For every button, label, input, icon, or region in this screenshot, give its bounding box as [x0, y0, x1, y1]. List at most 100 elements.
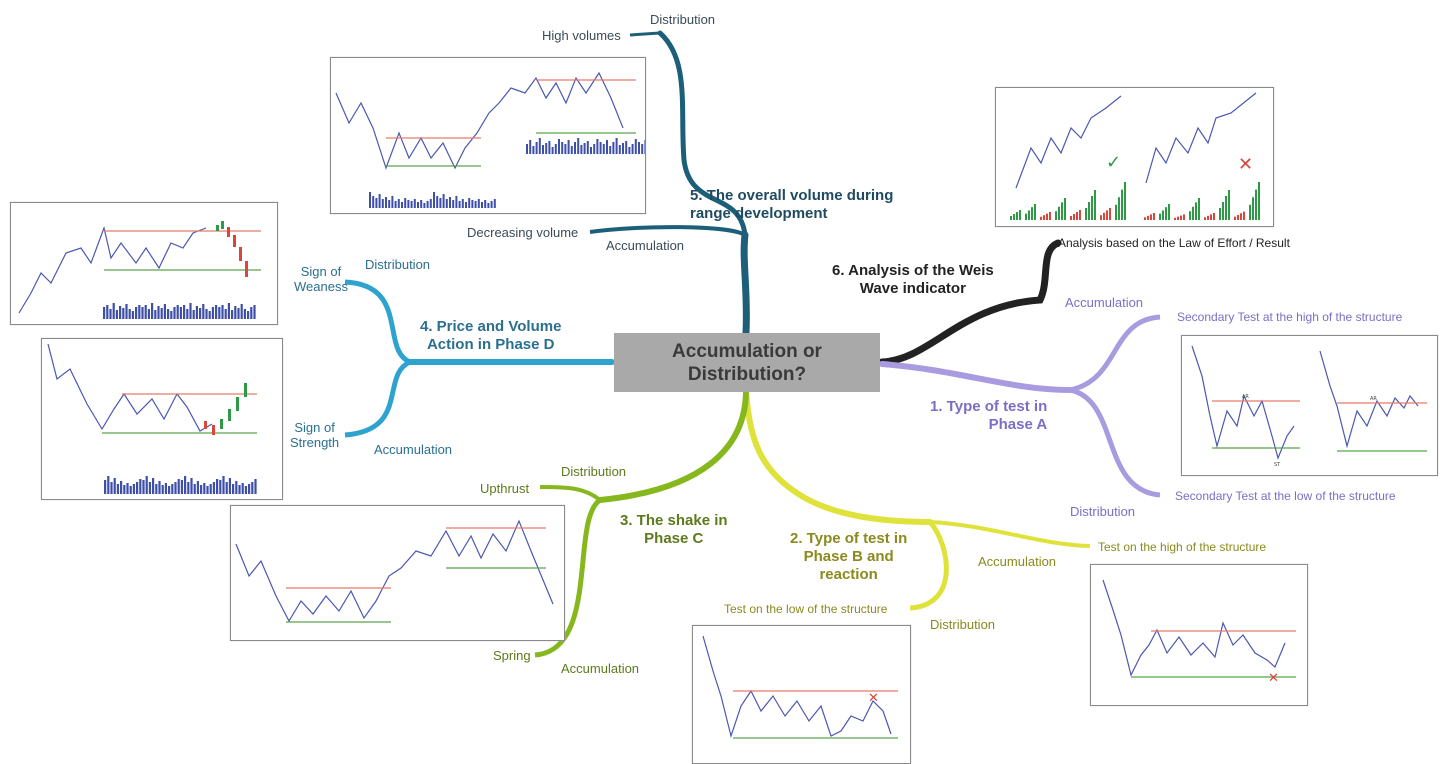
volume-bar — [177, 479, 180, 494]
volume-bar — [253, 305, 256, 319]
branch4-strength-leaf[interactable]: Sign of Strength — [290, 420, 339, 450]
thumb-branch1-secondary-test[interactable]: AR ST AR — [1181, 335, 1438, 476]
branch3-title[interactable]: 3. The shake in Phase C — [620, 512, 728, 548]
volume-bar — [190, 478, 193, 494]
thumb-branch3-schematic[interactable] — [230, 505, 565, 641]
branch3-distribution-label: Distribution — [561, 464, 627, 479]
volume-bar — [184, 476, 187, 494]
volume-bar — [375, 198, 378, 208]
volume-bar — [609, 146, 612, 154]
wave-bar — [1234, 216, 1236, 220]
volume-bar — [436, 196, 439, 208]
volume-bar — [426, 201, 429, 208]
volume-bar — [206, 486, 209, 494]
wave-bar — [1174, 217, 1176, 220]
volume-bar — [189, 303, 192, 319]
branch1-title[interactable]: 1. Type of test in Phase A — [930, 398, 1047, 434]
volume-bar — [385, 197, 387, 208]
thumb-branch2-high-test[interactable]: ✕ — [1090, 564, 1308, 706]
thumb-branch6-weis[interactable]: ✓ ✕ — [995, 87, 1274, 227]
thumb-branch5-drawing — [335, 71, 645, 208]
volume-bar — [493, 199, 496, 208]
branch2-distribution-label: Distribution — [930, 617, 996, 632]
wave-bar — [1228, 190, 1230, 220]
branch3-spring-leaf[interactable]: Spring — [493, 648, 531, 663]
wave-bar — [1055, 211, 1057, 220]
volume-bar — [641, 144, 644, 154]
volume-bar — [606, 140, 608, 154]
volume-bar — [196, 481, 199, 494]
volume-bar — [221, 305, 224, 319]
volume-bar — [154, 310, 157, 319]
branch3-upthrust-leaf[interactable]: Upthrust — [480, 481, 530, 496]
volume-bar — [200, 485, 203, 494]
volume-bar — [115, 310, 118, 319]
branch1-trunk — [879, 361, 1073, 393]
branch1-high-leaf[interactable]: Secondary Test at the high of the struct… — [1177, 310, 1403, 324]
branch4-title-line1: 4. Price and Volume — [420, 318, 562, 335]
volume-bar — [174, 482, 177, 494]
volume-bar — [599, 142, 602, 154]
wave-bar — [1106, 210, 1108, 220]
volume-bar — [439, 198, 442, 208]
volume-bar — [241, 483, 244, 494]
volume-bar — [452, 200, 455, 208]
cross-icon: ✕ — [1238, 154, 1253, 175]
thumb-branch4-accumulation[interactable] — [41, 338, 283, 500]
volume-bar — [125, 304, 128, 319]
branch5-decreasing-leaf[interactable]: Decreasing volume — [467, 225, 579, 240]
volume-bar — [199, 308, 202, 319]
branch2-title[interactable]: 2. Type of test in Phase B and reaction — [790, 530, 907, 584]
thumb-branch4-distribution[interactable] — [10, 202, 278, 325]
volume-bar — [142, 480, 145, 494]
volume-bar — [148, 482, 151, 494]
branch5-title[interactable]: 5. The overall volume during range devel… — [690, 187, 893, 223]
volume-bar — [205, 309, 208, 319]
volume-bar — [131, 311, 134, 319]
check-icon: ✓ — [1106, 152, 1121, 173]
thumb-branch5-schematic[interactable] — [330, 57, 646, 214]
volume-bar — [248, 484, 251, 494]
thumb-branch2-low-test[interactable]: ✕ — [692, 625, 911, 764]
branch3-trunk — [597, 389, 749, 503]
volume-bar — [413, 199, 416, 208]
volume-bar — [158, 481, 161, 494]
branch4-title[interactable]: 4. Price and Volume Action in Phase D — [420, 318, 561, 354]
volume-bar — [128, 309, 131, 319]
volume-bar — [129, 486, 132, 494]
branch5-high-volumes-leaf[interactable]: High volumes — [542, 28, 621, 43]
volume-bar — [404, 198, 407, 208]
central-topic[interactable]: Accumulation or Distribution? — [614, 333, 880, 392]
volume-bar — [481, 202, 483, 208]
wave-bar — [1210, 214, 1212, 220]
volume-bar — [192, 310, 195, 319]
branch2-up — [929, 520, 1091, 548]
wave-bar — [1219, 208, 1221, 220]
volume-bar — [208, 311, 211, 319]
branch6-title[interactable]: 6. Analysis of the Weis Wave indicator — [832, 262, 994, 298]
branch4-weakness-leaf[interactable]: Sign of Weaness — [294, 264, 348, 294]
volume-bar — [526, 144, 528, 154]
volume-bar — [203, 483, 206, 494]
volume-bar — [126, 483, 129, 494]
thumb6-wave-bars — [1010, 182, 1260, 220]
wave-bar — [1064, 198, 1066, 220]
volume-bar — [195, 306, 198, 319]
volume-bar — [238, 485, 241, 494]
volume-bar — [394, 201, 397, 208]
branch2-low-leaf[interactable]: Test on the low of the structure — [724, 602, 888, 616]
candle — [239, 247, 242, 261]
volume-bar — [216, 479, 219, 494]
volume-bar — [561, 142, 564, 154]
branch6-leaf[interactable]: Analysis based on the Law of Effort / Re… — [1058, 236, 1290, 250]
candle — [212, 425, 215, 435]
volume-bar — [186, 309, 189, 319]
volume-bar — [570, 146, 573, 154]
branch2-title-line3: reaction — [819, 566, 878, 583]
branch2-high-leaf[interactable]: Test on the high of the structure — [1098, 540, 1267, 554]
branch1-low-leaf[interactable]: Secondary Test at the low of the structu… — [1175, 489, 1396, 503]
volume-bar — [420, 200, 423, 208]
volume-bar — [564, 144, 567, 154]
branch3-title-line2: Phase C — [644, 530, 704, 547]
wave-bar — [1177, 216, 1179, 220]
